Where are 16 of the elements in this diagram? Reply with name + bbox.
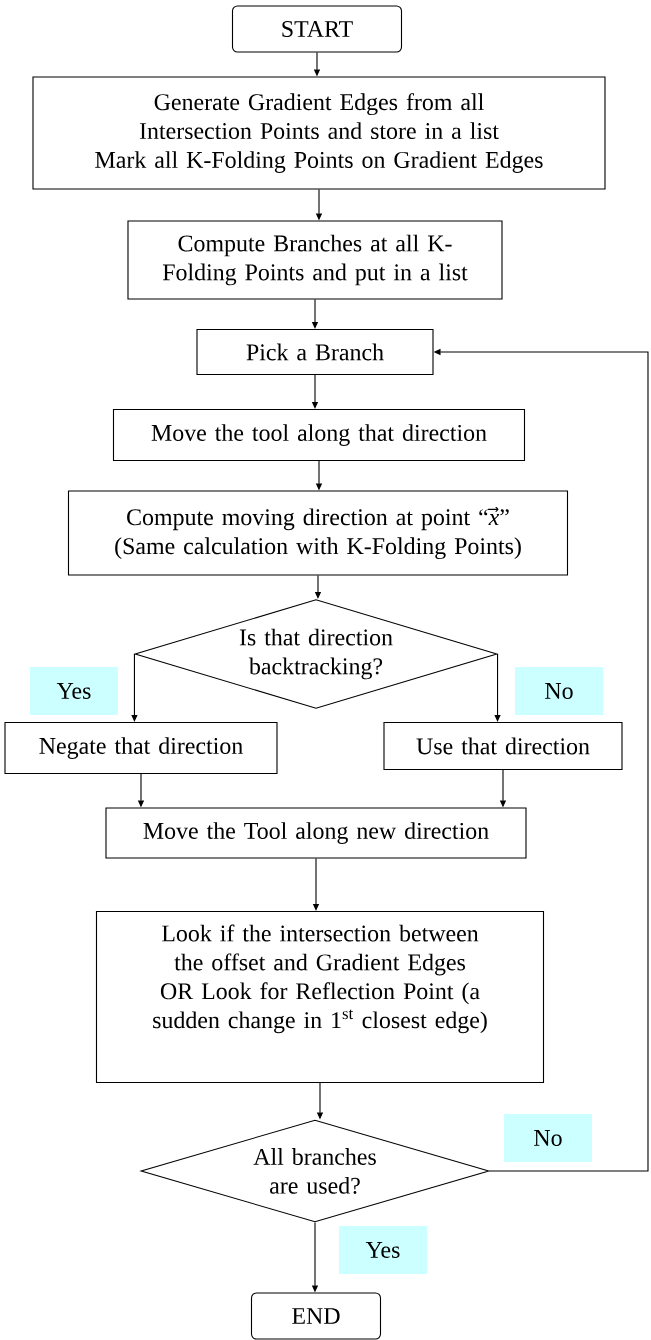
process-box: Move the Tool along new direction xyxy=(105,807,527,859)
edge-label: Yes xyxy=(339,1226,427,1274)
process-box: Compute Branches at all K-Folding Points and put in a list xyxy=(127,220,503,300)
edge-label: No xyxy=(504,1114,592,1162)
edge-label: Yes xyxy=(30,667,118,715)
process-box: Negate that direction xyxy=(4,721,278,775)
terminal-box: END xyxy=(250,1292,382,1340)
process-box: Move the tool along that direction xyxy=(112,408,526,462)
process-box: Generate Gradient Edges from all Intersection Points and store in a list Mark all K-Folding Points on Gradient Edges xyxy=(32,76,606,190)
edge-label: No xyxy=(515,667,603,715)
process-box: Pick a Branch xyxy=(196,328,434,376)
arrow xyxy=(131,653,138,722)
process-box: Use that direction xyxy=(383,721,623,771)
terminal-box: START xyxy=(231,5,403,53)
process-box: Look if the intersection between the offset and Gradient Edges OR Look for Reflection Point (a sudden change in 1$^{st}$ closest edge) xyxy=(95,910,545,1084)
arrow xyxy=(494,653,501,722)
